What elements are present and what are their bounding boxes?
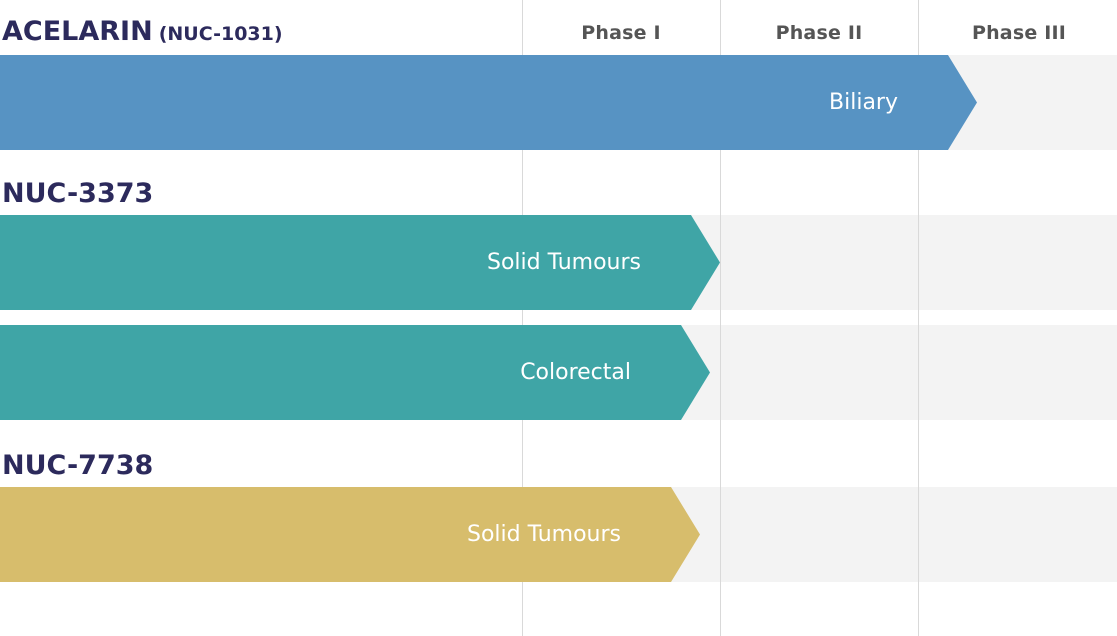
program-bar-solid-tumours: Solid Tumours	[0, 487, 700, 582]
drug-name: NUC-3373	[2, 178, 154, 209]
phase-divider	[720, 0, 721, 636]
program-bar-solid-tumours: Solid Tumours	[0, 215, 720, 310]
drug-title-acelarin: ACELARIN(NUC-1031)	[2, 18, 283, 45]
bar-arrow	[0, 215, 720, 310]
bar-shape	[0, 487, 700, 582]
phase-label-1: Phase I	[581, 22, 661, 44]
phase-label-3: Phase III	[971, 22, 1067, 44]
bar-label: Colorectal	[520, 360, 631, 385]
drug-title-nuc-3373: NUC-3373	[2, 180, 153, 207]
phase-divider	[522, 0, 523, 636]
bar-shape	[0, 325, 710, 420]
bar-label: Solid Tumours	[487, 250, 641, 275]
phase-label-2: Phase II	[775, 22, 863, 44]
bar-shape	[0, 55, 977, 150]
bar-label: Biliary	[829, 90, 898, 115]
bar-shape	[0, 215, 720, 310]
bar-arrow	[0, 55, 977, 150]
bar-arrow	[0, 325, 710, 420]
drug-name: ACELARIN	[2, 16, 153, 47]
bar-arrow	[0, 487, 700, 582]
bar-label: Solid Tumours	[467, 522, 621, 547]
phase-divider	[918, 0, 919, 636]
drug-name: NUC-7738	[2, 450, 154, 481]
program-bar-colorectal: Colorectal	[0, 325, 710, 420]
drug-title-nuc-7738: NUC-7738	[2, 452, 153, 479]
drug-code: (NUC-1031)	[158, 23, 283, 45]
program-bar-biliary: Biliary	[0, 55, 977, 150]
